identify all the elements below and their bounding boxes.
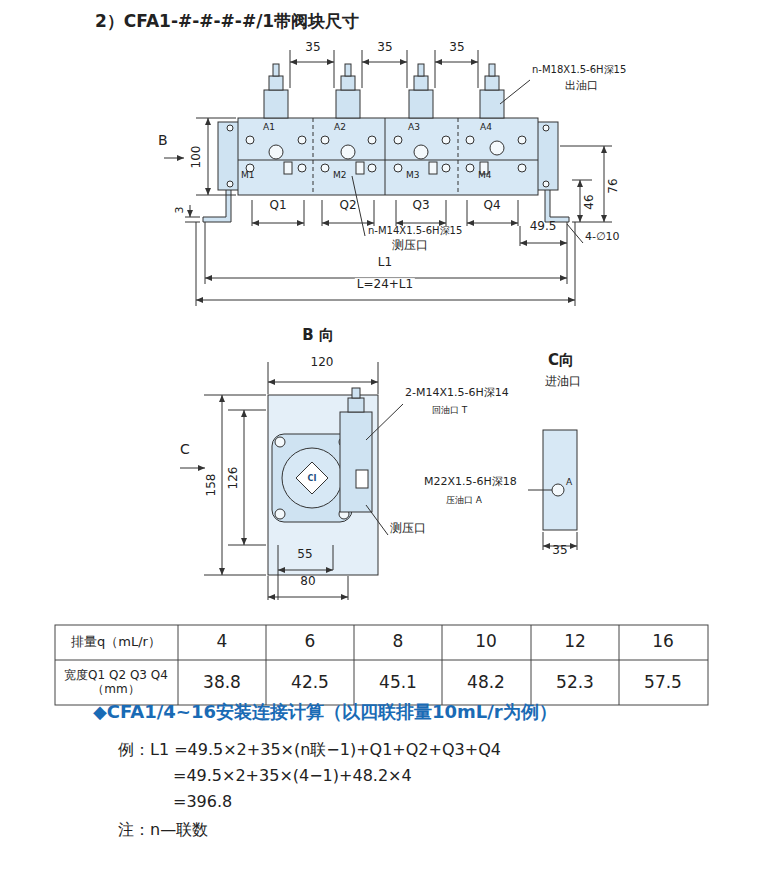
dimension-label: 出油口 — [565, 80, 598, 93]
dimension-label: 35 — [552, 544, 567, 558]
dimension-label: A2 — [334, 122, 346, 132]
dimension-label: M22X1.5-6H深18 — [424, 476, 517, 489]
table-cell: 6 — [305, 632, 316, 652]
dimension-label: 35 — [449, 41, 464, 55]
table-cell: 8 — [393, 632, 404, 652]
table-cell: 57.5 — [644, 673, 682, 693]
dimension-label: M2 — [333, 170, 347, 180]
dimension-label: 测压口 — [390, 522, 426, 536]
dimension-label: M4 — [478, 170, 492, 180]
dimension-label: 压油口 A — [446, 495, 482, 505]
dimension-label: 46 — [583, 192, 597, 211]
dimension-label: 回油口 T — [432, 405, 467, 415]
dimension-label: 100 — [190, 144, 204, 171]
dimension-label: 126 — [227, 465, 241, 492]
table-cell: 45.1 — [379, 673, 417, 693]
dimension-label: 120 — [311, 356, 334, 370]
front-view — [164, 50, 612, 306]
table-cell: 12 — [564, 632, 586, 652]
dimension-label: L=24+L1 — [355, 278, 415, 292]
dimension-label: A3 — [408, 122, 420, 132]
table-cell: 宽度Q1 Q2 Q3 Q4（mm） — [57, 669, 175, 697]
dimension-label: 158 — [205, 472, 219, 499]
table-cell: 38.8 — [203, 673, 241, 693]
dimension-label: A — [566, 477, 572, 487]
dimension-label: 35 — [305, 41, 320, 55]
dimension-label: L1 — [376, 256, 394, 270]
dimension-label: 76 — [607, 176, 621, 195]
dimension-label: A4 — [480, 122, 492, 132]
dimension-label: 进油口 — [545, 375, 581, 389]
end-view — [528, 430, 577, 550]
dimension-label: Q3 — [412, 199, 429, 213]
dimension-label: 55 — [297, 548, 312, 562]
dimension-label: n-M14X1.5-6H深15 — [368, 225, 462, 237]
side-view — [180, 362, 403, 600]
drawing-title: 2）CFA1-#-#-#-#/1带阀块尺寸 — [95, 12, 359, 32]
dimension-label: 49.5 — [530, 220, 557, 234]
dimension-label: M3 — [406, 170, 420, 180]
dimension-label: Q4 — [483, 199, 500, 213]
dimension-label: Q2 — [339, 199, 356, 213]
dimension-label: B — [158, 132, 168, 148]
dimension-label: 2-M14X1.5-6H深14 — [405, 387, 509, 400]
note-text: 例：L1 =49.5×2+35×(n联−1)+Q1+Q2+Q3+Q4 — [118, 741, 501, 759]
table-cell: 48.2 — [467, 673, 505, 693]
dimension-label: n-M18X1.5-6H深15 — [532, 64, 626, 76]
dimension-label: 4-∅10 — [585, 231, 620, 244]
dimension-label: C — [180, 441, 190, 457]
dimension-label: Q1 — [269, 199, 286, 213]
table-cell: 4 — [217, 632, 228, 652]
note-text: =49.5×2+35×(4−1)+48.2×4 — [173, 767, 412, 785]
dimension-label: B 向 — [302, 327, 334, 344]
note-text: 注：n—联数 — [118, 821, 208, 839]
table-cell: 42.5 — [291, 673, 329, 693]
dimension-label: 3 — [174, 207, 187, 214]
table-cell: 10 — [475, 632, 497, 652]
dimension-label: C向 — [548, 352, 574, 369]
table-cell: 52.3 — [556, 673, 594, 693]
dimension-label: M1 — [241, 170, 255, 180]
spec-table — [55, 625, 708, 705]
dimension-label: A1 — [263, 122, 275, 132]
dimension-label: CI — [308, 474, 317, 483]
table-cell: 排量q（mL/r） — [71, 635, 161, 650]
note-text: =396.8 — [173, 793, 232, 811]
dimension-label: 80 — [300, 575, 315, 589]
dimension-label: 测压口 — [392, 239, 428, 253]
table-cell: 16 — [652, 632, 674, 652]
note-text: ◆CFA1/4~16安装连接计算（以四联排量10mL/r为例） — [93, 702, 557, 723]
dimension-label: 35 — [377, 41, 392, 55]
